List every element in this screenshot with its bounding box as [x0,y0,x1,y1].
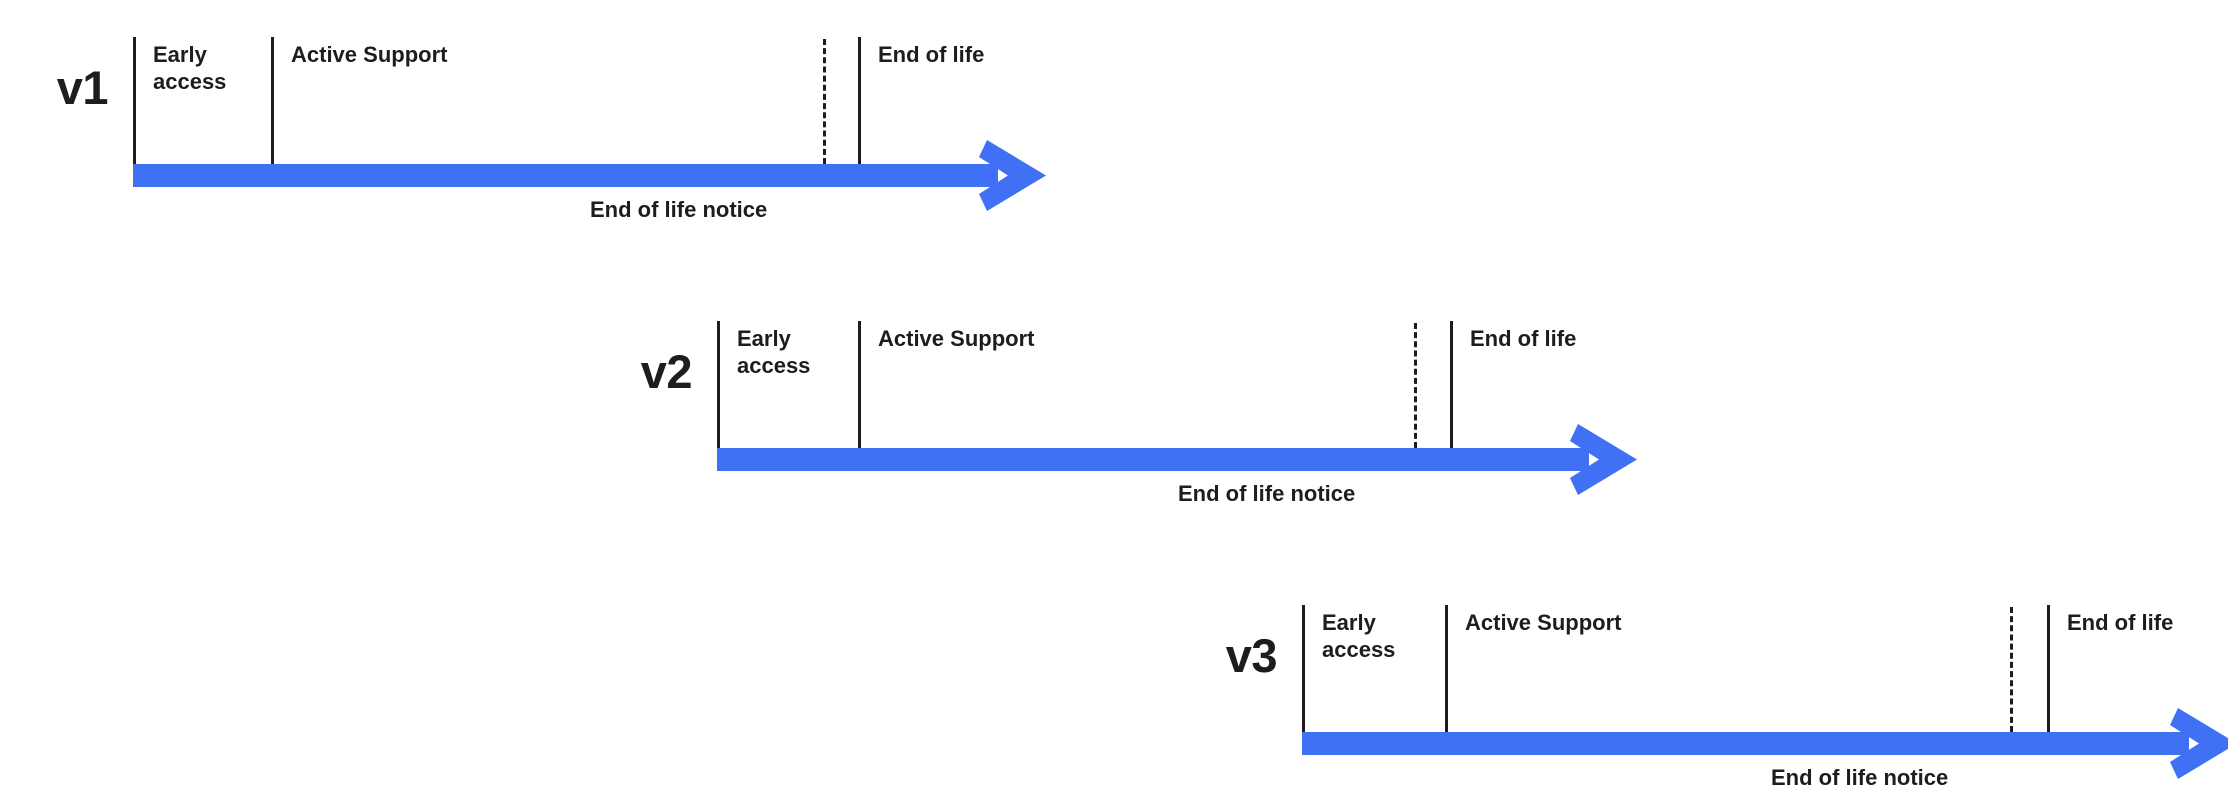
tick-end-of-life-notice-v1 [823,39,826,164]
segment-label-end-of-life-v2: End of life [1470,326,1577,351]
tick-active-support-start-v3 [1445,605,1448,732]
tick-early-access-start-v3 [1302,605,1305,732]
tick-early-access-start-v2 [717,321,720,448]
tick-end-of-life-notice-v2 [1414,323,1417,448]
tick-end-of-life-start-v1 [858,37,861,164]
segment-label-early-access-v3: Early access [1322,610,1396,662]
tick-end-of-life-notice-v3 [2010,607,2013,732]
timeline-bar-v1 [133,164,998,187]
version-label-v1: v1 [56,61,109,114]
version-label-v3: v3 [1225,629,1278,682]
timeline-track-v3: Early access Active Support End of life … [1302,580,2228,810]
arrow-head-icon-v2 [1562,415,1652,505]
segment-label-early-access-v2: Early access [737,326,811,378]
end-of-life-notice-label-v3: End of life notice [1771,765,1949,790]
timeline-track-v2: Early access Active Support End of life … [717,296,1637,526]
tick-active-support-start-v2 [858,321,861,448]
segment-label-active-support-v1: Active Support [291,42,448,67]
timeline-track-v1: Early access Active Support End of life … [133,12,1046,242]
segment-label-end-of-life-v3: End of life [2067,610,2174,635]
arrow-head-icon-v1 [971,131,1061,221]
segment-label-active-support-v2: Active Support [878,326,1035,351]
end-of-life-notice-label-v2: End of life notice [1178,481,1356,506]
tick-end-of-life-start-v2 [1450,321,1453,448]
segment-label-early-access-v1: Early access [153,42,227,94]
tick-active-support-start-v1 [271,37,274,164]
tick-early-access-start-v1 [133,37,136,164]
segment-label-end-of-life-v1: End of life [878,42,985,67]
timeline-bar-v2 [717,448,1589,471]
segment-label-active-support-v3: Active Support [1465,610,1622,635]
timeline-bar-v3 [1302,732,2189,755]
arrow-head-icon-v3 [2162,699,2228,789]
version-label-v2: v2 [640,345,693,398]
end-of-life-notice-label-v1: End of life notice [590,197,768,222]
